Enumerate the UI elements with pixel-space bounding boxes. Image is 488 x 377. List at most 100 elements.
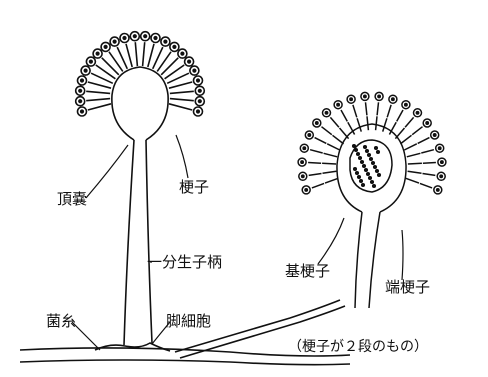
metula [383, 118, 387, 131]
vesicle-granule [365, 169, 368, 172]
vesicle-granule [373, 185, 376, 188]
conidium-dot [378, 95, 380, 97]
vesicle-granule [359, 157, 362, 160]
metula [408, 171, 422, 173]
metula [325, 178, 338, 183]
sterigma [102, 58, 119, 75]
conidium-dot [81, 79, 84, 82]
sterigma [169, 104, 192, 110]
conidium-dot [134, 35, 137, 38]
conidium-dot [325, 112, 327, 114]
metula [408, 163, 422, 164]
sterigma [161, 58, 178, 75]
phialide [312, 183, 324, 188]
vesicle-granule [355, 149, 358, 152]
metula [340, 128, 349, 139]
conidium-dot [123, 37, 126, 40]
metula [400, 135, 411, 144]
label-sterigma: 梗子 [179, 180, 209, 195]
caption: （梗子が２段のもの） [288, 340, 428, 354]
conidium-dot [144, 35, 147, 38]
conidium-dot [173, 46, 176, 49]
conidium-dot [416, 112, 418, 114]
vesicle-granule [370, 158, 373, 161]
label-metula: 基梗子 [285, 264, 330, 279]
label-hypha: 菌糸 [46, 314, 76, 329]
metula [324, 153, 338, 157]
phialide [366, 102, 367, 115]
phialide [309, 174, 322, 176]
phialide [397, 110, 403, 121]
vesicle-granule [374, 166, 377, 169]
phialide [387, 105, 391, 117]
phialide [330, 117, 339, 127]
phialide [420, 183, 432, 188]
sterigma [143, 42, 145, 66]
sterigma [135, 42, 137, 66]
conidium-dot [81, 110, 84, 113]
conidium-dot [113, 40, 116, 43]
sterigma [148, 44, 154, 67]
vesicle-granule [357, 153, 360, 156]
label-foot-cell: 脚細胞 [166, 314, 211, 329]
metula [367, 116, 368, 130]
sterigma [86, 99, 110, 101]
conidium-dot [337, 104, 339, 106]
metula [333, 135, 344, 144]
phialide [377, 102, 378, 115]
leader-vesicle [86, 145, 128, 198]
vesicle-granule [358, 176, 361, 179]
vesicle-granule [372, 162, 375, 165]
conidium-dot [154, 37, 157, 40]
phialide [423, 174, 436, 176]
conidium-dot [316, 122, 318, 124]
phialide [418, 138, 430, 144]
metula [357, 118, 361, 131]
phialide [315, 138, 327, 144]
metula [404, 144, 417, 150]
conidium-dot [305, 189, 307, 191]
vesicle-granule [371, 181, 374, 184]
metula [376, 116, 377, 130]
vesicle-granule [362, 184, 365, 187]
conidium-dot [197, 110, 200, 113]
sterigma [169, 82, 192, 88]
conidium-dot [405, 104, 407, 106]
conidium-dot [164, 40, 167, 43]
vesicle-granule [361, 161, 364, 164]
metula [395, 128, 404, 139]
leader-sterigma [176, 135, 188, 178]
conidium-dot [441, 161, 443, 163]
label-phialide: 端梗子 [385, 280, 430, 295]
conidium-dot [193, 69, 196, 72]
vesicle-granule [354, 168, 357, 171]
conidium-dot [392, 98, 394, 100]
metula [323, 171, 337, 173]
conidium-dot [434, 134, 436, 136]
vesicle-granule [376, 170, 379, 173]
sterigma [126, 44, 132, 67]
conidium-dot [188, 60, 191, 63]
metula [407, 153, 421, 157]
conidium-dot [96, 52, 99, 55]
conidium-dot [439, 147, 441, 149]
phialide [412, 127, 422, 135]
phialide [322, 127, 332, 135]
vesicle-granule [363, 165, 366, 168]
vesicle-granule [369, 177, 372, 180]
stalk-right-wall [369, 212, 380, 308]
conidium-dot [199, 90, 202, 93]
conidium-dot [84, 69, 87, 72]
sterigma [88, 104, 111, 110]
stalk-left-wall [355, 212, 362, 308]
phialide [341, 110, 347, 121]
stalk-right-wall [146, 140, 152, 343]
vesicle-texture [350, 140, 392, 192]
vesicle-granule [366, 150, 369, 153]
conidium-dot [199, 100, 202, 103]
conidium-dot [79, 90, 82, 93]
metula [406, 178, 419, 183]
vesicle-outline [112, 67, 168, 140]
sterigma [170, 99, 194, 101]
